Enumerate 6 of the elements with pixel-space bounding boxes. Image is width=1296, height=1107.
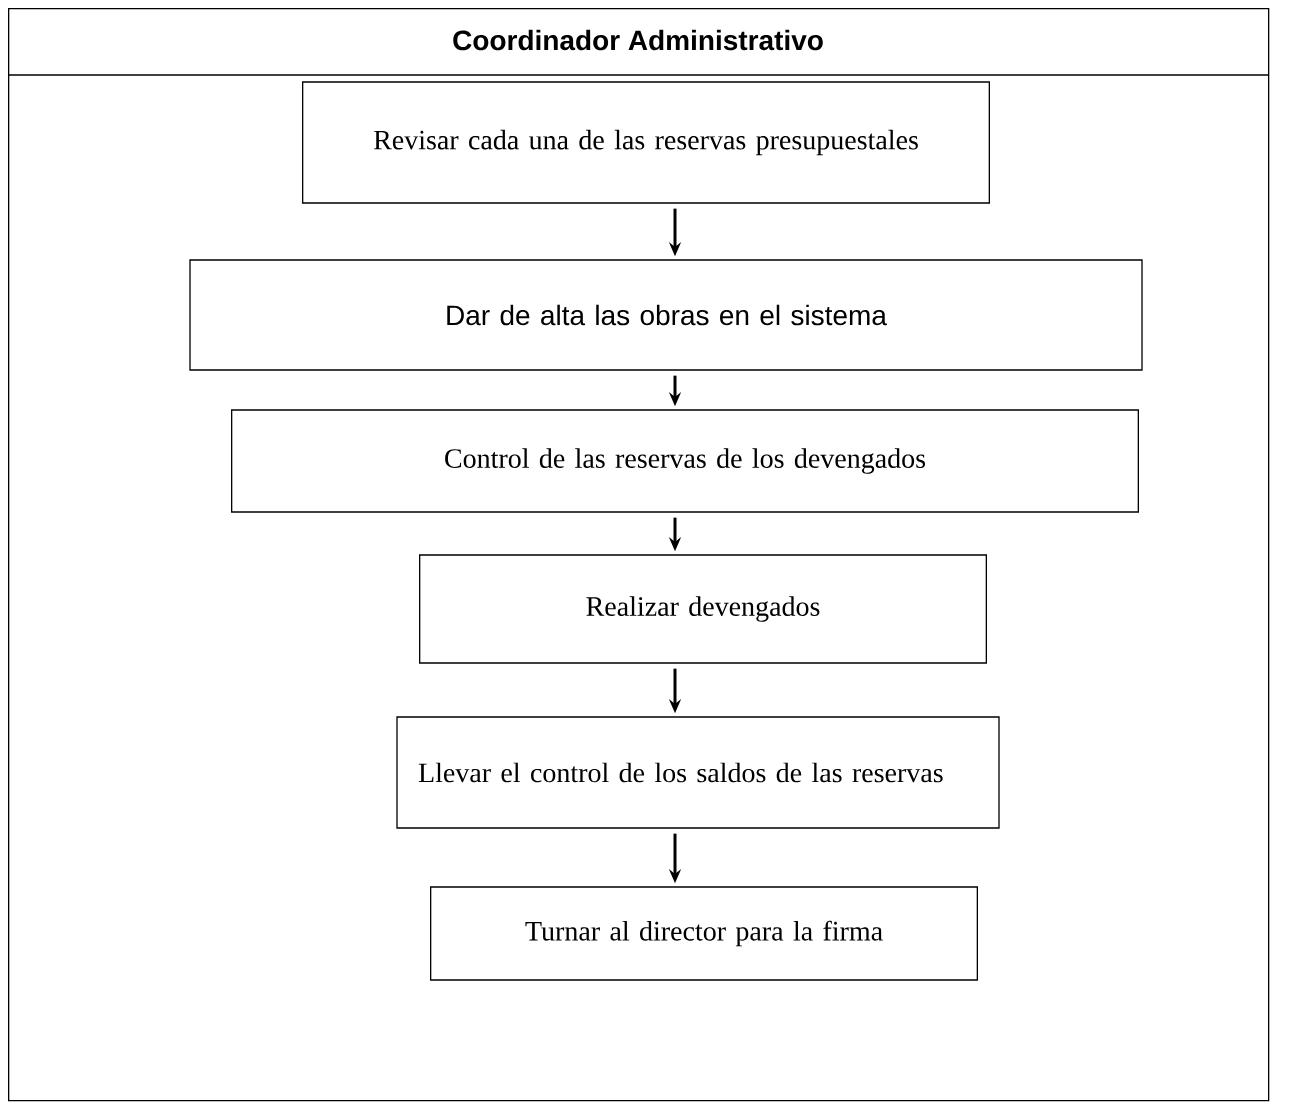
process-box: Realizar devengados (419, 554, 987, 664)
process-box: Dar de alta las obras en el sistema (189, 259, 1143, 371)
process-box: Revisar cada una de las reservas presupuestales (302, 81, 990, 204)
process-box: Turnar al director para la firma (430, 886, 978, 981)
process-box: Control de las reservas de los devengados (231, 409, 1139, 513)
process-box: Llevar el control de los saldos de las reservas (396, 716, 1000, 829)
